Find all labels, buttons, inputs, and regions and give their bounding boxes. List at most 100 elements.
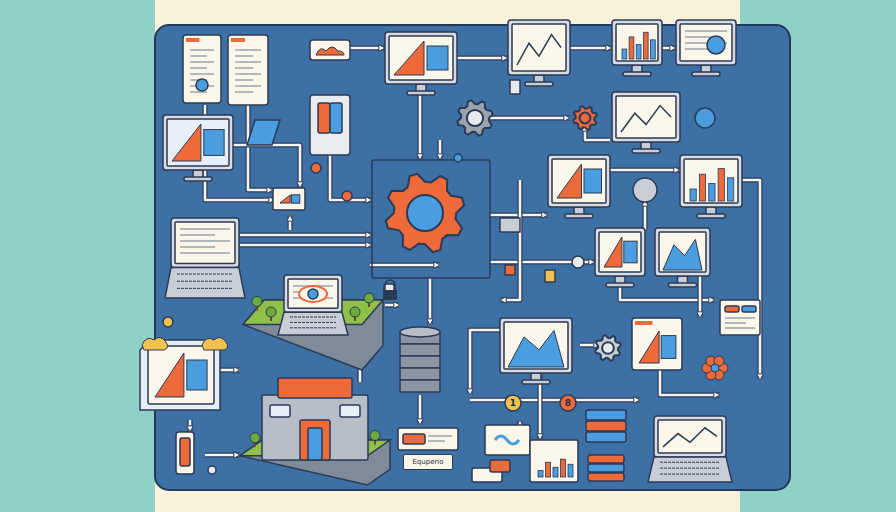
arrowhead [234,367,240,374]
shape [171,218,239,268]
shape [685,30,727,32]
shape [661,336,676,359]
arrowhead [697,312,704,318]
shape [699,174,705,201]
shape [508,20,570,75]
arrowhead [589,259,595,266]
wire [370,264,440,267]
shape [669,283,697,287]
shape [311,163,321,173]
shape [454,154,462,162]
shape [400,344,440,356]
shape [235,49,261,51]
shape [235,79,253,81]
shape [318,103,330,133]
arrowhead [564,115,570,122]
blue-panel [155,25,790,490]
shape [680,24,732,61]
shape [316,47,344,55]
wire [240,234,372,237]
arrowhead [467,389,474,395]
shape [235,67,253,69]
shape [190,67,207,69]
shape [284,275,342,312]
shape [165,268,245,298]
arrowhead [297,182,304,188]
wire [700,180,760,380]
arrowhead [437,154,444,160]
wire [700,180,760,380]
shape [175,222,235,264]
shape [588,473,624,481]
shape [565,214,593,218]
callout-circle [505,395,521,411]
shape [252,297,262,307]
shape [510,80,520,94]
shape [177,288,233,289]
shape [155,353,184,397]
shape [290,317,336,318]
shape [525,82,553,86]
shape [196,79,208,91]
shape [742,306,756,312]
arrowhead [366,197,372,204]
shape [522,380,550,384]
shape [190,91,207,93]
shape [385,280,395,290]
shape [692,72,720,76]
shape [310,40,350,60]
shape [370,431,380,441]
shape [231,38,245,42]
shape [308,289,318,299]
shape [180,228,230,230]
wire [662,46,676,51]
arrowhead [366,242,372,249]
shape [636,44,641,59]
shape [400,368,440,380]
shape [632,318,682,370]
shape [552,159,606,203]
arrowhead [427,319,434,325]
shape [428,435,452,437]
wire [643,200,648,230]
wire [429,278,432,325]
shape [508,330,564,367]
shape [180,252,230,254]
shape [290,327,336,328]
callout-circle [560,395,576,411]
wire [610,168,680,173]
shape [364,293,374,303]
arrowhead [537,434,544,440]
arrowhead [267,187,273,194]
shape [172,124,201,161]
shape [720,300,760,335]
shape [588,464,624,472]
shape [340,405,360,417]
arrowhead [187,426,194,432]
shape [163,317,173,327]
shape [291,195,299,203]
shape [167,119,229,166]
shape [663,428,717,447]
shape [595,228,645,276]
shape [300,420,330,460]
shape [676,20,736,65]
shape [725,306,739,312]
shape [557,164,582,198]
arrowhead [394,302,400,309]
shape [247,120,280,145]
shape [394,41,424,75]
shape [660,462,720,463]
shape [235,55,253,57]
wire [660,370,720,395]
wire [240,233,372,238]
shape [580,113,591,124]
shape [299,286,327,302]
shape [180,438,190,466]
arrowhead [670,45,676,52]
shape [148,346,214,404]
shape [407,195,443,231]
shape [663,239,702,270]
shape [427,46,448,70]
